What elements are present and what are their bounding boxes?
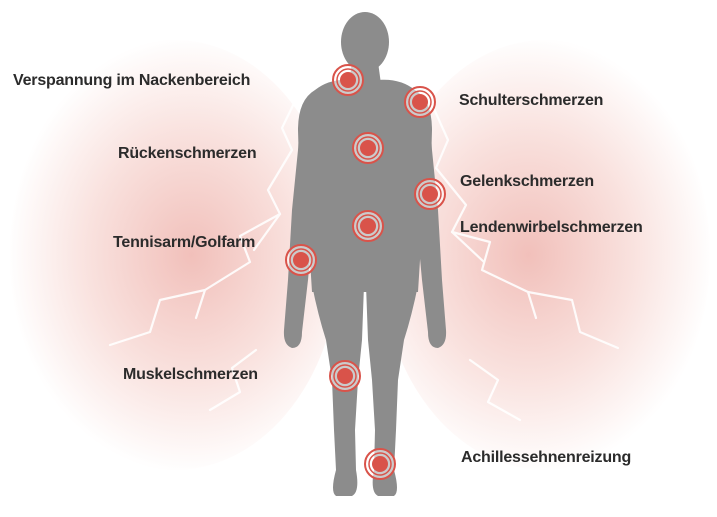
- marker-back: [353, 133, 383, 163]
- marker-shoulder: [405, 87, 435, 117]
- marker-joint: [415, 179, 445, 209]
- label-muscle-pain: Muskelschmerzen: [123, 366, 258, 384]
- label-neck-tension: Verspannung im Nackenbereich: [13, 72, 250, 90]
- marker-lumbar: [353, 211, 383, 241]
- label-tennis-elbow: Tennisarm/Golfarm: [113, 234, 255, 252]
- label-lumbar-pain: Lendenwirbelschmerzen: [460, 219, 643, 237]
- label-joint-pain: Gelenkschmerzen: [460, 173, 594, 191]
- marker-achilles: [365, 449, 395, 479]
- marker-neck: [333, 65, 363, 95]
- label-shoulder-pain: Schulterschmerzen: [459, 92, 603, 110]
- label-achilles-irritation: Achillessehnenreizung: [461, 449, 631, 467]
- label-back-pain: Rückenschmerzen: [118, 145, 256, 163]
- marker-muscle: [330, 361, 360, 391]
- marker-tennis-elbow: [286, 245, 316, 275]
